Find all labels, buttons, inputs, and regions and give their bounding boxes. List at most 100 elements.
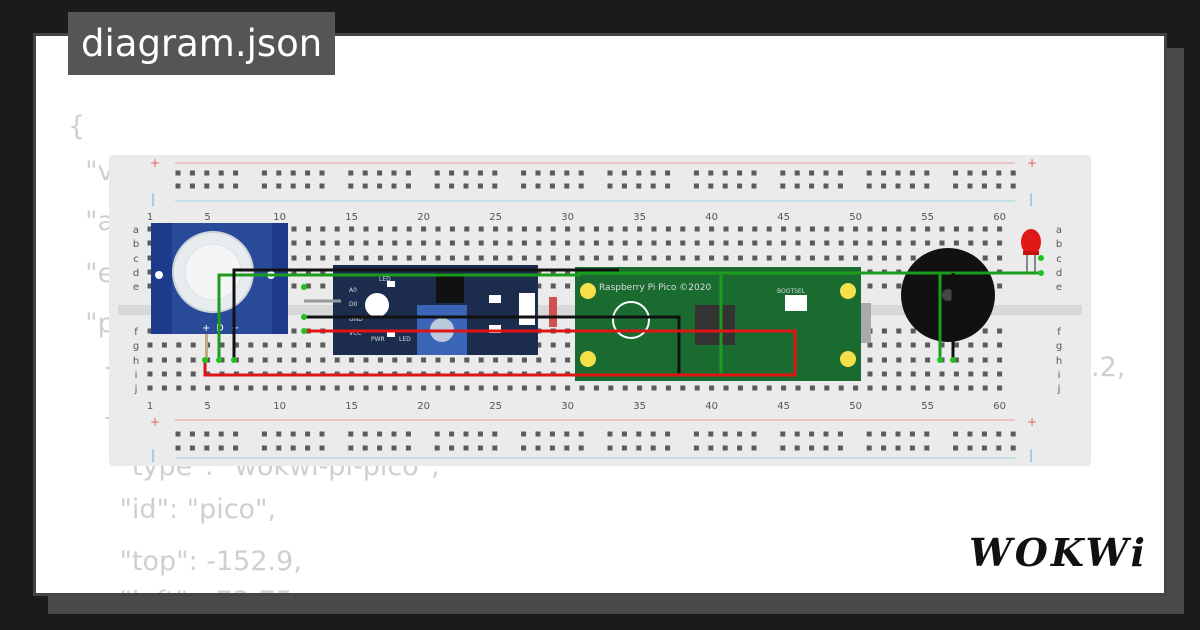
breadboard-hole — [896, 328, 902, 334]
breadboard-hole — [147, 226, 153, 232]
breadboard-hole — [521, 255, 527, 261]
column-number: 40 — [705, 401, 718, 412]
breadboard-hole — [896, 226, 902, 232]
breadboard-hole — [305, 255, 311, 261]
breadboard-hole — [565, 283, 571, 289]
breadboard-hole — [621, 170, 627, 176]
breadboard-hole — [939, 240, 945, 246]
row-letter: a — [133, 225, 139, 236]
breadboard-hole — [637, 255, 643, 261]
breadboard-hole — [838, 240, 844, 246]
breadboard-hole — [521, 226, 527, 232]
breadboard-hole — [837, 183, 843, 189]
breadboard-hole — [737, 183, 743, 189]
breadboard-hole — [550, 226, 556, 232]
row-letter: b — [133, 239, 139, 250]
breadboard-hole — [421, 240, 427, 246]
breadboard-hole — [693, 170, 699, 176]
breadboard-hole — [982, 240, 988, 246]
breadboard-hole — [896, 371, 902, 377]
breadboard-hole — [362, 183, 368, 189]
breadboard-hole — [766, 226, 772, 232]
breadboard-hole — [521, 240, 527, 246]
rail-plus-label: + — [150, 415, 160, 429]
sound-sensor-module[interactable]: A0 D0 GND VCC LED PWR LED — [333, 265, 557, 355]
breadboard-hole — [651, 255, 657, 261]
svg-text:GND: GND — [349, 316, 363, 323]
breadboard-hole — [205, 385, 211, 391]
breadboard-hole — [881, 183, 887, 189]
breadboard-hole — [823, 183, 829, 189]
breadboard-hole — [621, 431, 627, 437]
breadboard-hole — [981, 431, 987, 437]
column-number: 45 — [777, 401, 790, 412]
row-letter: j — [134, 384, 138, 395]
breadboard-hole — [737, 255, 743, 261]
breadboard-hole — [406, 226, 412, 232]
column-number: 20 — [417, 212, 430, 223]
svg-text:PWR: PWR — [371, 336, 385, 343]
breadboard-hole — [492, 183, 498, 189]
breadboard-hole — [348, 183, 354, 189]
breadboard-hole — [521, 431, 527, 437]
breadboard-hole — [449, 226, 455, 232]
breadboard-hole — [492, 431, 498, 437]
breadboard-hole — [536, 255, 542, 261]
breadboard-hole — [477, 431, 483, 437]
breadboard-hole — [924, 170, 930, 176]
breadboard-hole — [925, 342, 931, 348]
breadboard-hole — [434, 445, 440, 451]
breadboard-hole — [290, 170, 296, 176]
breadboard-hole — [276, 170, 282, 176]
row-letter: f — [1057, 327, 1061, 338]
breadboard-hole — [780, 170, 786, 176]
breadboard-hole — [809, 385, 815, 391]
breadboard-hole — [493, 255, 499, 261]
row-letter: a — [1056, 225, 1062, 236]
row-letter: b — [1056, 239, 1062, 250]
breadboard-hole — [535, 183, 541, 189]
breadboard-hole — [967, 183, 973, 189]
breadboard-hole — [449, 385, 455, 391]
breadboard-hole — [391, 170, 397, 176]
breadboard-hole — [968, 342, 974, 348]
rail-plus-label: + — [1027, 415, 1037, 429]
raspberry-pi-pico[interactable]: Raspberry Pi Pico ©2020 BOOTSEL — [575, 267, 871, 381]
breadboard-hole — [953, 385, 959, 391]
breadboard-hole — [838, 385, 844, 391]
breadboard-hole — [895, 431, 901, 437]
svg-text:VCC: VCC — [349, 330, 361, 337]
breadboard-hole — [233, 385, 239, 391]
breadboard-hole — [867, 226, 873, 232]
breadboard-hole — [291, 226, 297, 232]
pir-motion-sensor[interactable]: + D − — [151, 223, 288, 359]
breadboard-hole — [939, 385, 945, 391]
file-title-tab: diagram.json — [68, 12, 336, 75]
red-led[interactable] — [1021, 229, 1041, 273]
column-number: 30 — [561, 212, 574, 223]
breadboard-hole — [464, 385, 470, 391]
breadboard-hole — [549, 445, 555, 451]
buzzer[interactable] — [901, 248, 995, 342]
breadboard-hole — [493, 240, 499, 246]
breadboard-hole — [709, 240, 715, 246]
breadboard-hole — [967, 431, 973, 437]
breadboard-hole — [881, 357, 887, 363]
breadboard-hole — [535, 445, 541, 451]
breadboard-hole — [175, 445, 181, 451]
column-number: 10 — [273, 401, 286, 412]
breadboard-hole — [837, 170, 843, 176]
breadboard-hole — [189, 170, 195, 176]
breadboard-hole — [982, 328, 988, 334]
column-number: 10 — [273, 212, 286, 223]
breadboard-hole — [694, 240, 700, 246]
breadboard-hole — [176, 357, 182, 363]
breadboard-hole — [579, 240, 585, 246]
breadboard-hole — [924, 445, 930, 451]
breadboard-hole — [204, 183, 210, 189]
breadboard-hole — [565, 385, 571, 391]
breadboard-hole — [693, 445, 699, 451]
breadboard-hole — [218, 445, 224, 451]
breadboard-hole — [996, 170, 1002, 176]
column-number: 30 — [561, 401, 574, 412]
